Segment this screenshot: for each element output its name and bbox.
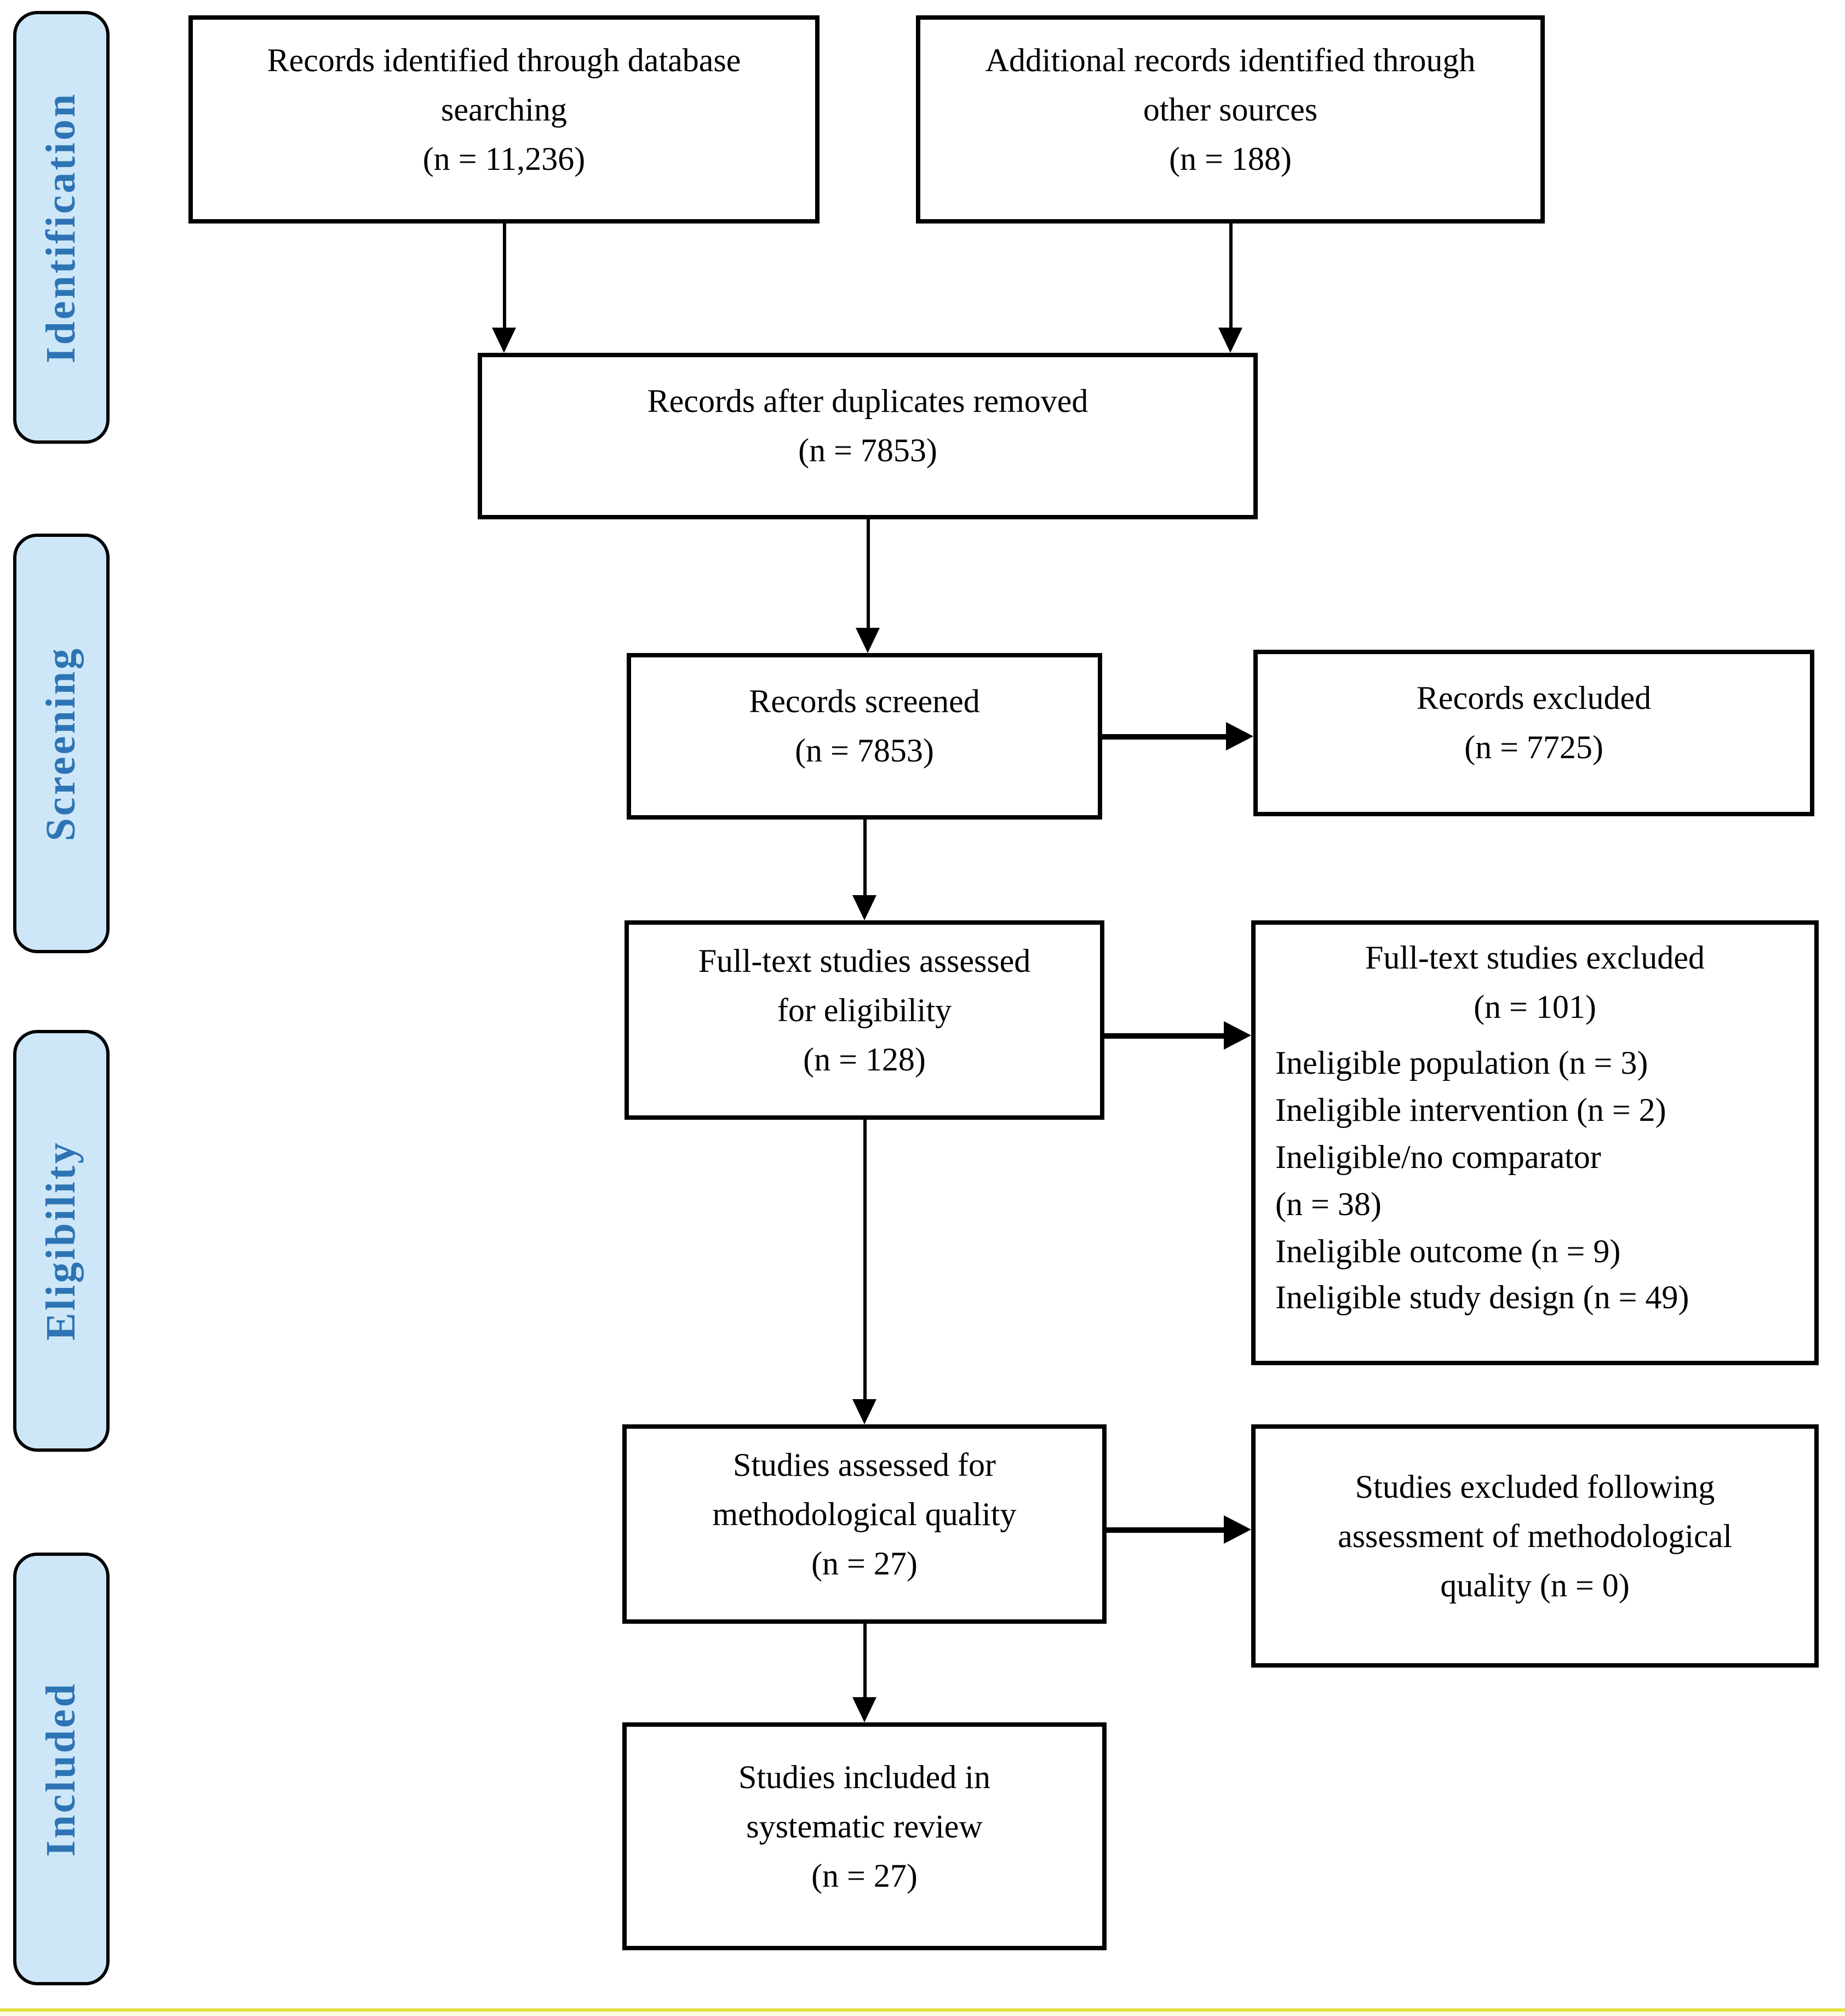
box-additional-records-text: Additional records identified through ot… [985,42,1476,177]
arrow-quality-to-quality-excluded [1107,1515,1251,1544]
stage-eligibility-label: Eligibility [38,1141,84,1341]
exclusion-reason: Ineligible outcome (n = 9) [1275,1233,1621,1270]
arrow-quality-to-included [852,1624,876,1722]
exclusion-reason: Ineligible population (n = 3) [1275,1045,1648,1081]
box-included-review: Studies included in systematic review (n… [622,1722,1107,1950]
box-fulltext-excluded-reasons: Ineligible population (n = 3) Ineligible… [1271,1041,1799,1323]
box-records-excluded-text: Records excluded (n = 7725) [1416,680,1652,766]
bottom-yellow-strip [0,2012,1845,2016]
exclusion-reason: Ineligible intervention (n = 2) [1275,1092,1666,1129]
stage-included: Included [13,1553,110,1985]
box-fulltext-excluded: Full-text studies excluded (n = 101) Ine… [1251,920,1819,1365]
arrow-screened-to-excluded [1102,722,1253,751]
exclusion-reason: Ineligible study design (n = 49) [1275,1280,1689,1316]
bottom-yellow-rule [0,2008,1845,2012]
box-quality-excluded: Studies excluded following assessment of… [1251,1424,1819,1668]
stage-screening: Screening [13,534,110,953]
box-included-review-text: Studies included in systematic review (n… [738,1759,990,1894]
stage-screening-label: Screening [38,646,84,841]
exclusion-reason: Ineligible/no comparator [1275,1139,1601,1176]
stage-eligibility: Eligibility [13,1030,110,1452]
stage-included-label: Included [38,1681,84,1857]
arrow-fulltext-to-fulltext-excluded [1104,1021,1251,1050]
arrow-fulltext-to-quality [852,1120,876,1424]
box-records-identified-text: Records identified through database sear… [267,42,741,177]
arrow-deduplicated-to-screened [856,519,880,653]
stage-identification: Identification [13,11,110,444]
box-duplicates-removed-text: Records after duplicates removed (n = 78… [647,383,1088,469]
arrow-additional-to-deduplicated [1218,224,1242,353]
box-records-screened: Records screened (n = 7853) [627,653,1102,820]
box-quality-assessed-text: Studies assessed for methodological qual… [712,1447,1017,1582]
box-fulltext-excluded-title: Full-text studies excluded (n = 101) [1365,940,1705,1026]
stage-identification-label: Identification [38,91,84,363]
box-fulltext-assessed-text: Full-text studies assessed for eligibili… [698,943,1031,1078]
box-records-excluded: Records excluded (n = 7725) [1253,650,1814,816]
box-quality-excluded-text: Studies excluded following assessment of… [1338,1469,1732,1603]
box-additional-records: Additional records identified through ot… [916,15,1545,224]
box-records-identified: Records identified through database sear… [188,15,820,224]
box-quality-assessed: Studies assessed for methodological qual… [622,1424,1107,1624]
arrow-identified-to-deduplicated [492,224,516,353]
arrow-screened-to-fulltext [852,820,876,920]
box-duplicates-removed: Records after duplicates removed (n = 78… [478,353,1258,519]
exclusion-reason: (n = 38) [1275,1186,1382,1223]
box-fulltext-assessed: Full-text studies assessed for eligibili… [624,920,1104,1120]
box-records-screened-text: Records screened (n = 7853) [749,684,980,769]
